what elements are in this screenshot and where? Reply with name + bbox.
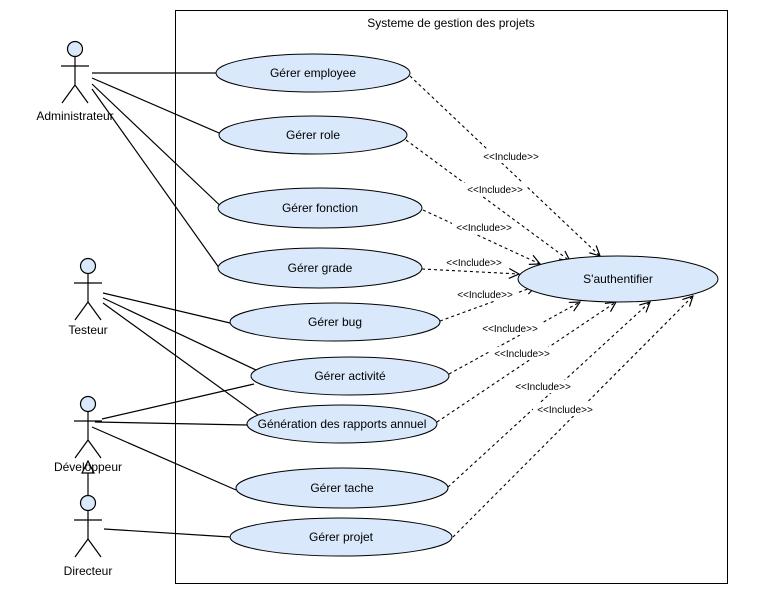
include-label-projet: <<Include>> [537,405,593,416]
system-boundary [175,10,728,584]
assoc-testeur-bug [102,292,231,324]
include-label-rapports: <<Include>> [494,349,550,360]
usecase-gerer-employee[interactable]: Gérer employee [215,53,411,93]
include-tache [447,302,650,488]
system-title: Systeme de gestion des projets [367,16,534,30]
actor-label-developpeur: Développeur [54,460,122,474]
svg-text:S'authentifier: S'authentifier [583,272,653,286]
actor-head-icon [66,40,84,58]
svg-text:Gérer activité: Gérer activité [314,369,386,383]
include-fonction [422,209,540,264]
include-label-grade: <<Include>> [446,258,502,269]
actor-head-icon [79,494,97,512]
svg-text:Gérer grade: Gérer grade [288,261,353,275]
associations [91,72,263,538]
usecase-gerer-tache[interactable]: Gérer tache [235,467,449,509]
assoc-dev-tache [91,426,237,491]
actor-administrateur[interactable] [61,40,89,104]
include-label-activite: <<Include>> [482,324,538,335]
svg-text:Gérer role: Gérer role [286,128,340,142]
include-label-fonction: <<Include>> [456,223,512,234]
svg-text:Gérer projet: Gérer projet [309,530,374,544]
assoc-dev-activite [101,383,255,420]
include-label-tache: <<Include>> [515,382,571,393]
svg-text:Gérer bug: Gérer bug [308,315,362,329]
actor-label-testeur: Testeur [68,323,107,337]
assoc-admin-fonction [91,83,230,215]
include-label-role: <<Include>> [467,185,523,196]
actor-developpeur[interactable] [74,395,102,459]
include-bug [439,286,536,322]
usecase-generation-rapports[interactable]: Génération des rapports annuel [246,404,438,444]
assoc-testeur-activite [102,297,257,371]
assoc-directeur-projet [103,528,231,538]
include-grade [421,269,519,274]
include-activite [448,302,580,375]
actor-label-administrateur: Administrateur [36,109,113,123]
generalization [81,459,95,495]
include-projet [452,296,693,538]
svg-text:Génération des rapports annuel: Génération des rapports annuel [258,417,427,431]
usecase-gerer-projet[interactable]: Gérer projet [229,517,453,557]
assoc-dev-rapports [94,421,248,426]
include-label-employee: <<Include>> [483,152,539,163]
actor-directeur[interactable] [74,494,102,558]
actor-label-directeur: Directeur [64,564,113,578]
assoc-admin-grade [91,88,223,273]
usecase-gerer-fonction[interactable]: Gérer fonction [217,187,423,229]
include-role [405,139,570,261]
usecase-gerer-activite[interactable]: Gérer activité [250,356,450,396]
usecase-gerer-role[interactable]: Gérer role [218,115,408,155]
svg-text:Gérer fonction: Gérer fonction [282,201,358,215]
actor-head-icon [79,257,97,275]
assoc-testeur-rapports [102,302,263,419]
include-employee [409,75,600,256]
assoc-admin-role [91,77,227,137]
use-cases: Gérer employee Gérer role Gérer fonction… [215,53,719,557]
include-labels: <<Include>> <<Include>> <<Include>> <<In… [442,150,597,416]
usecase-gerer-bug[interactable]: Gérer bug [229,302,441,342]
svg-text:Gérer employee: Gérer employee [270,66,356,80]
svg-text:Gérer tache: Gérer tache [310,481,374,495]
usecase-gerer-grade[interactable]: Gérer grade [217,247,423,289]
usecase-authentifier[interactable]: S'authentifier [517,255,719,303]
actor-testeur[interactable] [74,257,102,321]
include-relations [405,75,693,538]
actor-head-icon [79,395,97,413]
include-label-bug: <<Include>> [457,290,513,301]
